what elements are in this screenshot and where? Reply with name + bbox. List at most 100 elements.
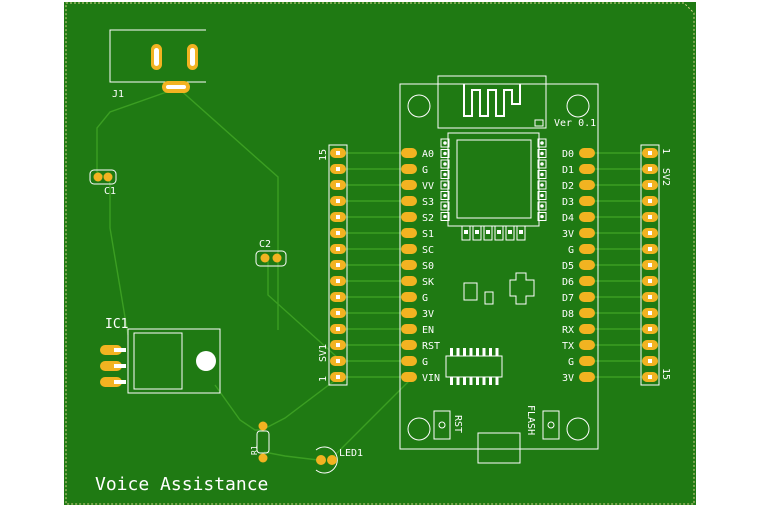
sv1-pad-hole xyxy=(336,215,340,219)
esp-pad-left-dot xyxy=(443,214,447,219)
usb-chip-leg-top xyxy=(482,348,486,356)
esp-pad-right-dot xyxy=(540,172,544,177)
sv1-pad-hole xyxy=(336,167,340,171)
esp-pad-left xyxy=(440,180,450,190)
sv1-pad-hole xyxy=(336,199,340,203)
esp-chip-pads xyxy=(440,138,547,241)
esp-pad-bottom xyxy=(494,225,504,241)
esp-pad-right-dot xyxy=(540,193,544,198)
board-title: Voice Assistance xyxy=(95,474,268,495)
module-right-pad xyxy=(579,372,595,382)
module-left-pin-label: A0 xyxy=(422,149,434,160)
module-left-pin-label: SK xyxy=(422,277,434,288)
module-right-pad xyxy=(579,276,595,286)
module-left-pad xyxy=(401,164,417,174)
esp-pad-right xyxy=(537,170,547,179)
module-left-pin-label: G xyxy=(422,293,428,304)
esp-pad-right-dot xyxy=(540,183,544,187)
sv2-pad-hole xyxy=(648,279,652,283)
module-left-pad xyxy=(401,196,417,206)
module-right-pin-label: D0 xyxy=(562,149,574,160)
esp-pad-right-dot xyxy=(540,151,544,156)
esp-pad-left xyxy=(440,191,450,200)
esp-pad-bottom xyxy=(461,225,471,241)
module-left-pin-label: EN xyxy=(422,325,434,336)
usb-chip-leg-bottom xyxy=(469,377,473,385)
sv1-pad-hole xyxy=(336,263,340,267)
esp-pad-right-dot xyxy=(540,162,544,166)
rst-button-label: RST xyxy=(452,415,463,433)
module-right-pad xyxy=(579,196,595,206)
sv2-pin-top-label: 1 xyxy=(660,148,671,154)
r1-resistor: R1 xyxy=(250,421,270,463)
board-outline xyxy=(65,2,695,505)
usb-chip-leg-top xyxy=(489,348,492,356)
led1-designator: LED1 xyxy=(339,448,363,459)
sv2-pad-hole xyxy=(648,263,652,267)
sv2-pad-hole xyxy=(648,215,652,219)
module-left-pad xyxy=(401,308,417,318)
module-left-pin-label: G xyxy=(422,165,428,176)
sv1-pad-hole xyxy=(336,295,340,299)
module-right-pad xyxy=(579,260,595,270)
sv2-pad-hole xyxy=(648,231,652,235)
module-left-pad xyxy=(401,148,417,158)
esp-pad-right-dot xyxy=(540,214,544,219)
sv1-header: SV1 15 1 xyxy=(318,144,348,386)
module-left-pad xyxy=(401,212,417,222)
sv1-pad-hole xyxy=(336,327,340,331)
j1-dc-jack: J1 xyxy=(109,29,206,100)
esp-pad-right xyxy=(537,138,547,148)
module-version: Ver 0.1 xyxy=(554,118,596,129)
module-left-pin-label: S2 xyxy=(422,213,434,224)
module-right-pad xyxy=(579,148,595,158)
sv2-pad-hole xyxy=(648,327,652,331)
esp-pad-right-dot xyxy=(540,141,544,145)
module-right-pin-label: 3V xyxy=(562,373,574,384)
flash-button-label: FLASH xyxy=(525,405,536,435)
esp-pad-left-dot xyxy=(443,141,447,145)
esp-pad-bottom-dot xyxy=(519,230,523,234)
c2-designator: C2 xyxy=(259,239,271,250)
sv2-header: SV2 1 15 xyxy=(640,144,671,386)
sv1-pad-hole xyxy=(336,247,340,251)
esp-pad-left-dot xyxy=(443,183,447,187)
sv1-pad-hole xyxy=(336,151,340,155)
esp-pad-left xyxy=(440,170,450,179)
module-left-pad xyxy=(401,356,417,366)
module-right-pin-label: TX xyxy=(562,341,574,352)
module-left-pad xyxy=(401,372,417,382)
esp-pad-right xyxy=(537,212,547,221)
module-right-pin-label: RX xyxy=(562,325,574,336)
module-left-pin-label: S0 xyxy=(422,261,434,272)
sv2-pad-hole xyxy=(648,311,652,315)
module-right-pin-label: D3 xyxy=(562,197,574,208)
module-right-pin-label: G xyxy=(568,245,574,256)
esp-pad-right xyxy=(537,191,547,200)
sv2-pad-hole xyxy=(648,183,652,187)
module-pads xyxy=(401,148,595,382)
usb-chip-leg-bottom xyxy=(463,377,466,385)
esp-pad-bottom-dot xyxy=(497,230,501,234)
sv1-pin-top-label: 15 xyxy=(318,149,329,161)
c1-designator: C1 xyxy=(104,186,116,197)
module-right-pad xyxy=(579,356,595,366)
module-right-pad xyxy=(579,308,595,318)
usb-chip-leg-top xyxy=(450,348,453,356)
esp-pad-left-dot xyxy=(443,204,447,208)
usb-chip-leg-top xyxy=(495,348,499,356)
r1-designator: R1 xyxy=(250,445,259,455)
sv2-pad-hole xyxy=(648,247,652,251)
usb-chip-leg-bottom xyxy=(450,377,453,385)
esp-pad-left xyxy=(440,159,450,169)
module-right-pad xyxy=(579,180,595,190)
esp-pad-bottom xyxy=(505,225,515,241)
module-right-pad xyxy=(579,244,595,254)
usb-chip-leg-bottom xyxy=(476,377,479,385)
module-right-pad xyxy=(579,164,595,174)
esp-pad-bottom xyxy=(516,225,526,241)
sv2-pad-hole xyxy=(648,295,652,299)
module-left-pad xyxy=(401,324,417,334)
